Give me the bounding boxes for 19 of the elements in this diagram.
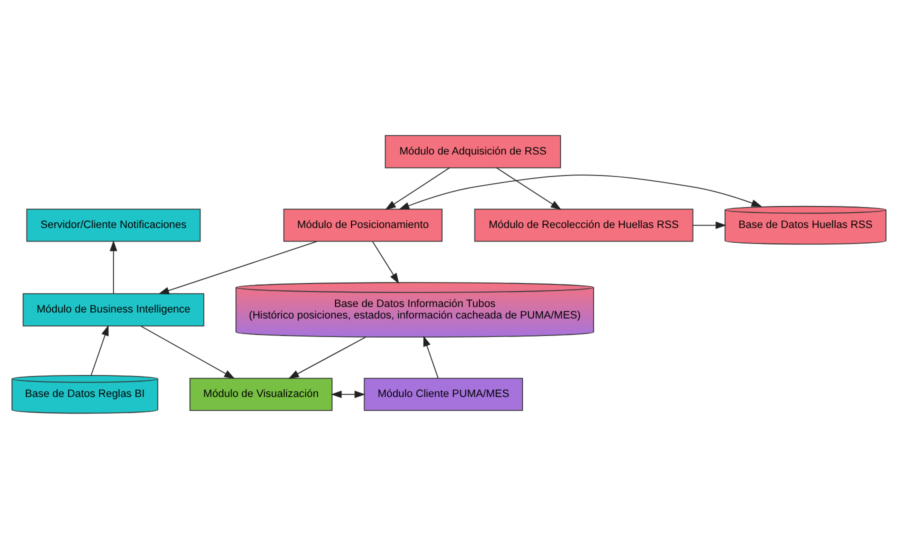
- arrow: [288, 336, 367, 379]
- node-box: Módulo de Adquisición de RSS: [384, 135, 561, 168]
- arrow: [140, 326, 235, 379]
- arrow: [692, 222, 726, 230]
- node-box: Servidor/Cliente Notificaciones: [26, 208, 201, 242]
- node-box: Módulo de Posicionamiento: [283, 208, 443, 242]
- node-box: Módulo de Recolección de Huellas RSS: [474, 208, 694, 242]
- arrow: [372, 241, 400, 284]
- arrow: [496, 167, 562, 210]
- node-box: Módulo Cliente PUMA/MES: [364, 378, 523, 411]
- arrow: [330, 390, 366, 398]
- arrow: [398, 174, 762, 210]
- node-box: Módulo de Visualización: [189, 378, 333, 411]
- arrow: [110, 240, 118, 294]
- arrow: [385, 167, 450, 210]
- arrow: [423, 336, 439, 378]
- arrow: [158, 241, 318, 294]
- node-box: Módulo de Business Intelligence: [22, 293, 204, 326]
- arrow: [90, 325, 109, 376]
